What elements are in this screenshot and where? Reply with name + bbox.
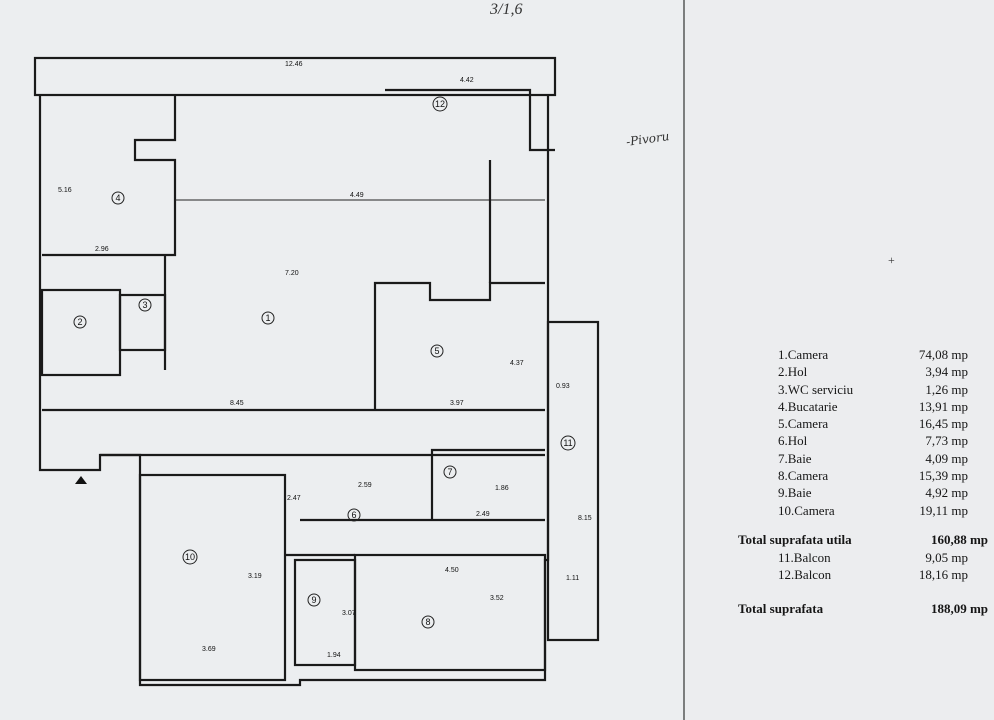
- dimension-labels: 12.46 4.42 5.16 4.49 2.96 7.20 3.97 4.37…: [58, 61, 592, 659]
- room-number: 7: [447, 467, 452, 477]
- dimension: 1.94: [327, 652, 341, 659]
- room-label: 3.WC serviciu: [778, 381, 854, 397]
- room-area: 13,91 mp: [918, 398, 968, 414]
- legend-row: 12.Balcon 18,16 mp: [738, 566, 988, 583]
- dimension: 12.46: [285, 61, 303, 68]
- dimension: 1.86: [495, 485, 509, 492]
- room-label: 7.Baie: [778, 450, 812, 466]
- room-area: 15,39 mp: [918, 468, 968, 484]
- dimension: 2.47: [287, 495, 301, 502]
- dimension: 1.11: [566, 575, 579, 582]
- dimension: 5.16: [58, 187, 72, 194]
- legend-row: 11.Balcon 9,05 mp: [738, 549, 988, 566]
- legend-row: 7.Baie 4,09 mp: [738, 450, 988, 467]
- room-label: 1.Camera: [778, 347, 829, 362]
- dimension: 8.45: [230, 400, 244, 407]
- room-label: 2.Hol: [778, 364, 808, 380]
- room-label: 5.Camera: [778, 416, 829, 432]
- room-number: 8: [425, 617, 430, 627]
- room-area: 16,45 mp: [918, 416, 968, 432]
- room-label: 6.Hol: [778, 433, 808, 449]
- room-label: 8.Camera: [778, 468, 829, 484]
- legend-row: 10.Camera 19,11 mp: [738, 502, 988, 519]
- room-area: 19,11 mp: [919, 502, 968, 518]
- wall-kitchen: [42, 95, 177, 257]
- room-label: 10.Camera: [778, 502, 835, 518]
- dimension: 0.93: [556, 383, 570, 390]
- useful-total-row: Total suprafata utila 160,88 mp: [738, 531, 988, 549]
- dimension: 4.37: [510, 360, 524, 367]
- total-label: Total suprafata utila: [738, 531, 852, 547]
- dimension: 3.69: [202, 646, 216, 653]
- balcony-12-inner: [385, 88, 555, 152]
- room-number: 1: [265, 313, 270, 323]
- dimension: 4.42: [460, 77, 474, 84]
- room-area: 7,73 mp: [925, 433, 968, 449]
- plus-mark-icon: +: [888, 253, 895, 267]
- dimension: 4.49: [350, 192, 364, 199]
- room-label: 4.Bucatarie: [778, 398, 838, 414]
- legend-row: 5.Camera 16,45 mp: [738, 415, 988, 432]
- room-8-camera: [353, 553, 547, 672]
- dimension: 2.49: [476, 511, 490, 518]
- room-number: 9: [311, 595, 316, 605]
- legend-row: 2.Hol 3,94 mp: [738, 363, 988, 380]
- balcony-area: 9,05 mp: [925, 549, 968, 565]
- dimension: 3.19: [248, 573, 262, 580]
- grand-total-row: Total suprafata 188,09 mp: [738, 600, 988, 618]
- room-label: 9.Baie: [778, 485, 812, 501]
- total-label: Total suprafata: [738, 600, 824, 616]
- legend-row: 1.Camera 74,08 mp: [738, 346, 988, 363]
- room-number: 4: [115, 193, 120, 203]
- room-7-baie: [430, 448, 545, 520]
- room-area: 1,26 mp: [925, 381, 968, 397]
- balcony-area: 18,16 mp: [918, 567, 968, 583]
- page-sheet: [0, 0, 686, 720]
- room-number: 11: [563, 438, 572, 448]
- dimension: 2.59: [358, 482, 372, 489]
- dimension: 2.96: [95, 246, 109, 253]
- room-number: 2: [77, 317, 82, 327]
- dimension: 3.52: [490, 595, 504, 602]
- room-number: 6: [351, 510, 356, 520]
- legend-row: 4.Bucatarie 13,91 mp: [738, 398, 988, 415]
- total-area: 160,88 mp: [930, 531, 988, 547]
- balcony-label: 11.Balcon: [778, 549, 831, 565]
- room-number: 10: [185, 552, 195, 562]
- legend-row: 9.Baie 4,92 mp: [738, 484, 988, 501]
- dimension: 8.15: [578, 515, 592, 522]
- entrance-arrow-icon: [75, 476, 87, 484]
- dimension: 4.50: [445, 567, 459, 574]
- balcony-11-outline: [546, 320, 600, 642]
- room-area: 3,94 mp: [925, 364, 968, 380]
- room-numbers: 1 2 3 4 5 6 7 8 9 10 11 12: [73, 96, 576, 629]
- room-area: 74,08 mp: [918, 347, 968, 362]
- room-number: 12: [435, 99, 445, 109]
- room-10-camera: [138, 473, 287, 682]
- dimension: 3.97: [450, 400, 464, 407]
- legend-row: 8.Camera 15,39 mp: [738, 467, 988, 484]
- area-legend: 1.Camera 74,08 mp 2.Hol 3,94 mp 3.WC servi…: [738, 346, 988, 618]
- room-area: 4,09 mp: [925, 450, 968, 466]
- dimension: 3.07: [342, 610, 356, 617]
- dimension: 7.20: [285, 270, 299, 277]
- balcony-12-outline: [33, 56, 557, 97]
- handwritten-note-top: 3/1,6: [490, 1, 523, 18]
- total-area: 188,09 mp: [930, 600, 988, 616]
- legend-row: 3.WC serviciu 1,26 mp: [738, 381, 988, 398]
- room-number: 3: [142, 300, 147, 310]
- balcony-label: 12.Balcon: [778, 567, 832, 583]
- room-area: 4,92 mp: [925, 485, 968, 501]
- legend-row: 6.Hol 7,73 mp: [738, 432, 988, 449]
- room-number: 5: [434, 346, 439, 356]
